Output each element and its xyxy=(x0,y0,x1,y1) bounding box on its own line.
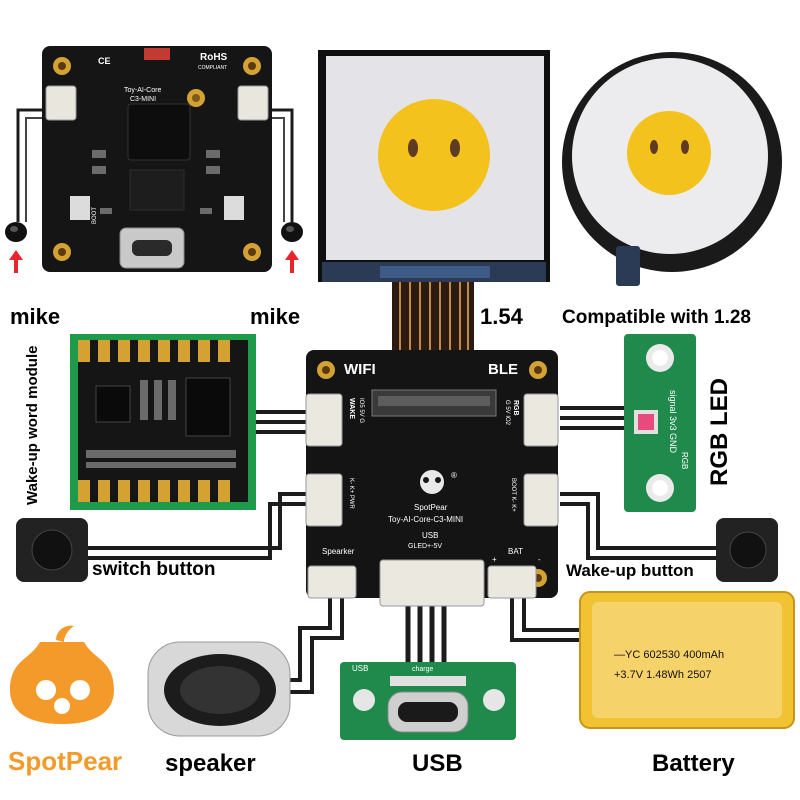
main-board-boot-pins: BOOT K- K+ xyxy=(510,478,516,512)
main-board-speaker: Spearker xyxy=(322,547,355,556)
usb-board xyxy=(340,662,516,740)
main-board-wifi: WIFI xyxy=(344,361,376,378)
speaker-icon xyxy=(147,641,291,737)
main-board-usb: USB xyxy=(422,531,438,540)
main-board-bat-plus: + xyxy=(492,555,497,564)
round-lcd-128 xyxy=(562,52,782,286)
main-carrier-board xyxy=(305,350,559,607)
mic-arrow-right-icon xyxy=(285,250,299,273)
main-board-wake: WAKE xyxy=(348,398,355,419)
main-board-ble: BLE xyxy=(488,361,518,378)
wakeup-word-module-label: Wake-up word module xyxy=(24,345,41,505)
size-154-label: 1.54 xyxy=(480,304,523,329)
rgb-led-label: RGB LED xyxy=(706,378,733,486)
rgb-led-board xyxy=(624,334,696,512)
mic-arrow-left-icon xyxy=(9,250,23,273)
speaker-label: speaker xyxy=(165,750,256,777)
mike-left-label: mike xyxy=(10,304,61,329)
emoji-face-icon xyxy=(378,99,490,211)
usb-board-charge: charge xyxy=(412,666,434,673)
main-board-logo-icon xyxy=(420,470,444,494)
battery-spec-2: +3.7V 1.48Wh 2507 xyxy=(614,669,712,681)
switch-button-icon xyxy=(16,518,88,582)
mic-left-icon xyxy=(5,222,27,242)
main-board-rgb: RGB xyxy=(512,400,519,416)
rohs-sub: COMPLIANT xyxy=(198,65,227,71)
main-board-bat-minus: - xyxy=(538,555,541,564)
mike-right-label: mike xyxy=(250,304,301,329)
compatible-128-label: Compatible with 1.28 xyxy=(562,307,751,328)
emoji-face-small-icon xyxy=(627,111,711,195)
top-controller-board xyxy=(42,46,272,272)
wakeup-button-icon xyxy=(716,518,778,582)
usb-board-usb: USB xyxy=(352,664,368,673)
top-board-boot: BOOT xyxy=(92,207,98,224)
wakeup-word-module-board xyxy=(70,334,256,510)
main-board-wake-pins: IO5 5V G xyxy=(358,398,364,423)
main-board-kk-pwr: K- K+ PWR xyxy=(348,478,354,510)
main-board-brand: SpotPear xyxy=(414,503,448,512)
main-board-rgb-pins: G 5V IO2 xyxy=(504,400,510,426)
switch-button-label: switch button xyxy=(92,559,216,580)
battery-label: Battery xyxy=(652,750,735,777)
battery-icon xyxy=(579,591,795,729)
spotpear-logo-text: SpotPear xyxy=(8,746,122,776)
ce-mark: CE xyxy=(98,56,111,66)
main-board-usb-pins: GLED+-5V xyxy=(408,543,442,550)
rgb-board-pins: signal 3v3 GND xyxy=(668,390,678,454)
top-board-name-1: Toy-AI-Core xyxy=(124,87,161,94)
main-board-registered: ® xyxy=(451,471,457,480)
main-board-bat: BAT xyxy=(508,547,523,556)
rgb-board-label: RGB xyxy=(680,452,689,469)
usb-label: USB xyxy=(412,750,463,777)
wakeup-button-label: Wake-up button xyxy=(566,561,694,580)
square-lcd-154 xyxy=(318,50,550,282)
mic-right-icon xyxy=(281,222,303,242)
main-board-model: Toy-AI-Core-C3-MINI xyxy=(388,515,463,524)
spotpear-logo-icon xyxy=(10,625,114,724)
rohs-mark: RoHS xyxy=(200,52,228,63)
top-board-name-2: C3-MINI xyxy=(130,96,156,103)
wires xyxy=(16,108,718,694)
battery-spec-1: —YC 602530 400mAh xyxy=(614,649,724,661)
